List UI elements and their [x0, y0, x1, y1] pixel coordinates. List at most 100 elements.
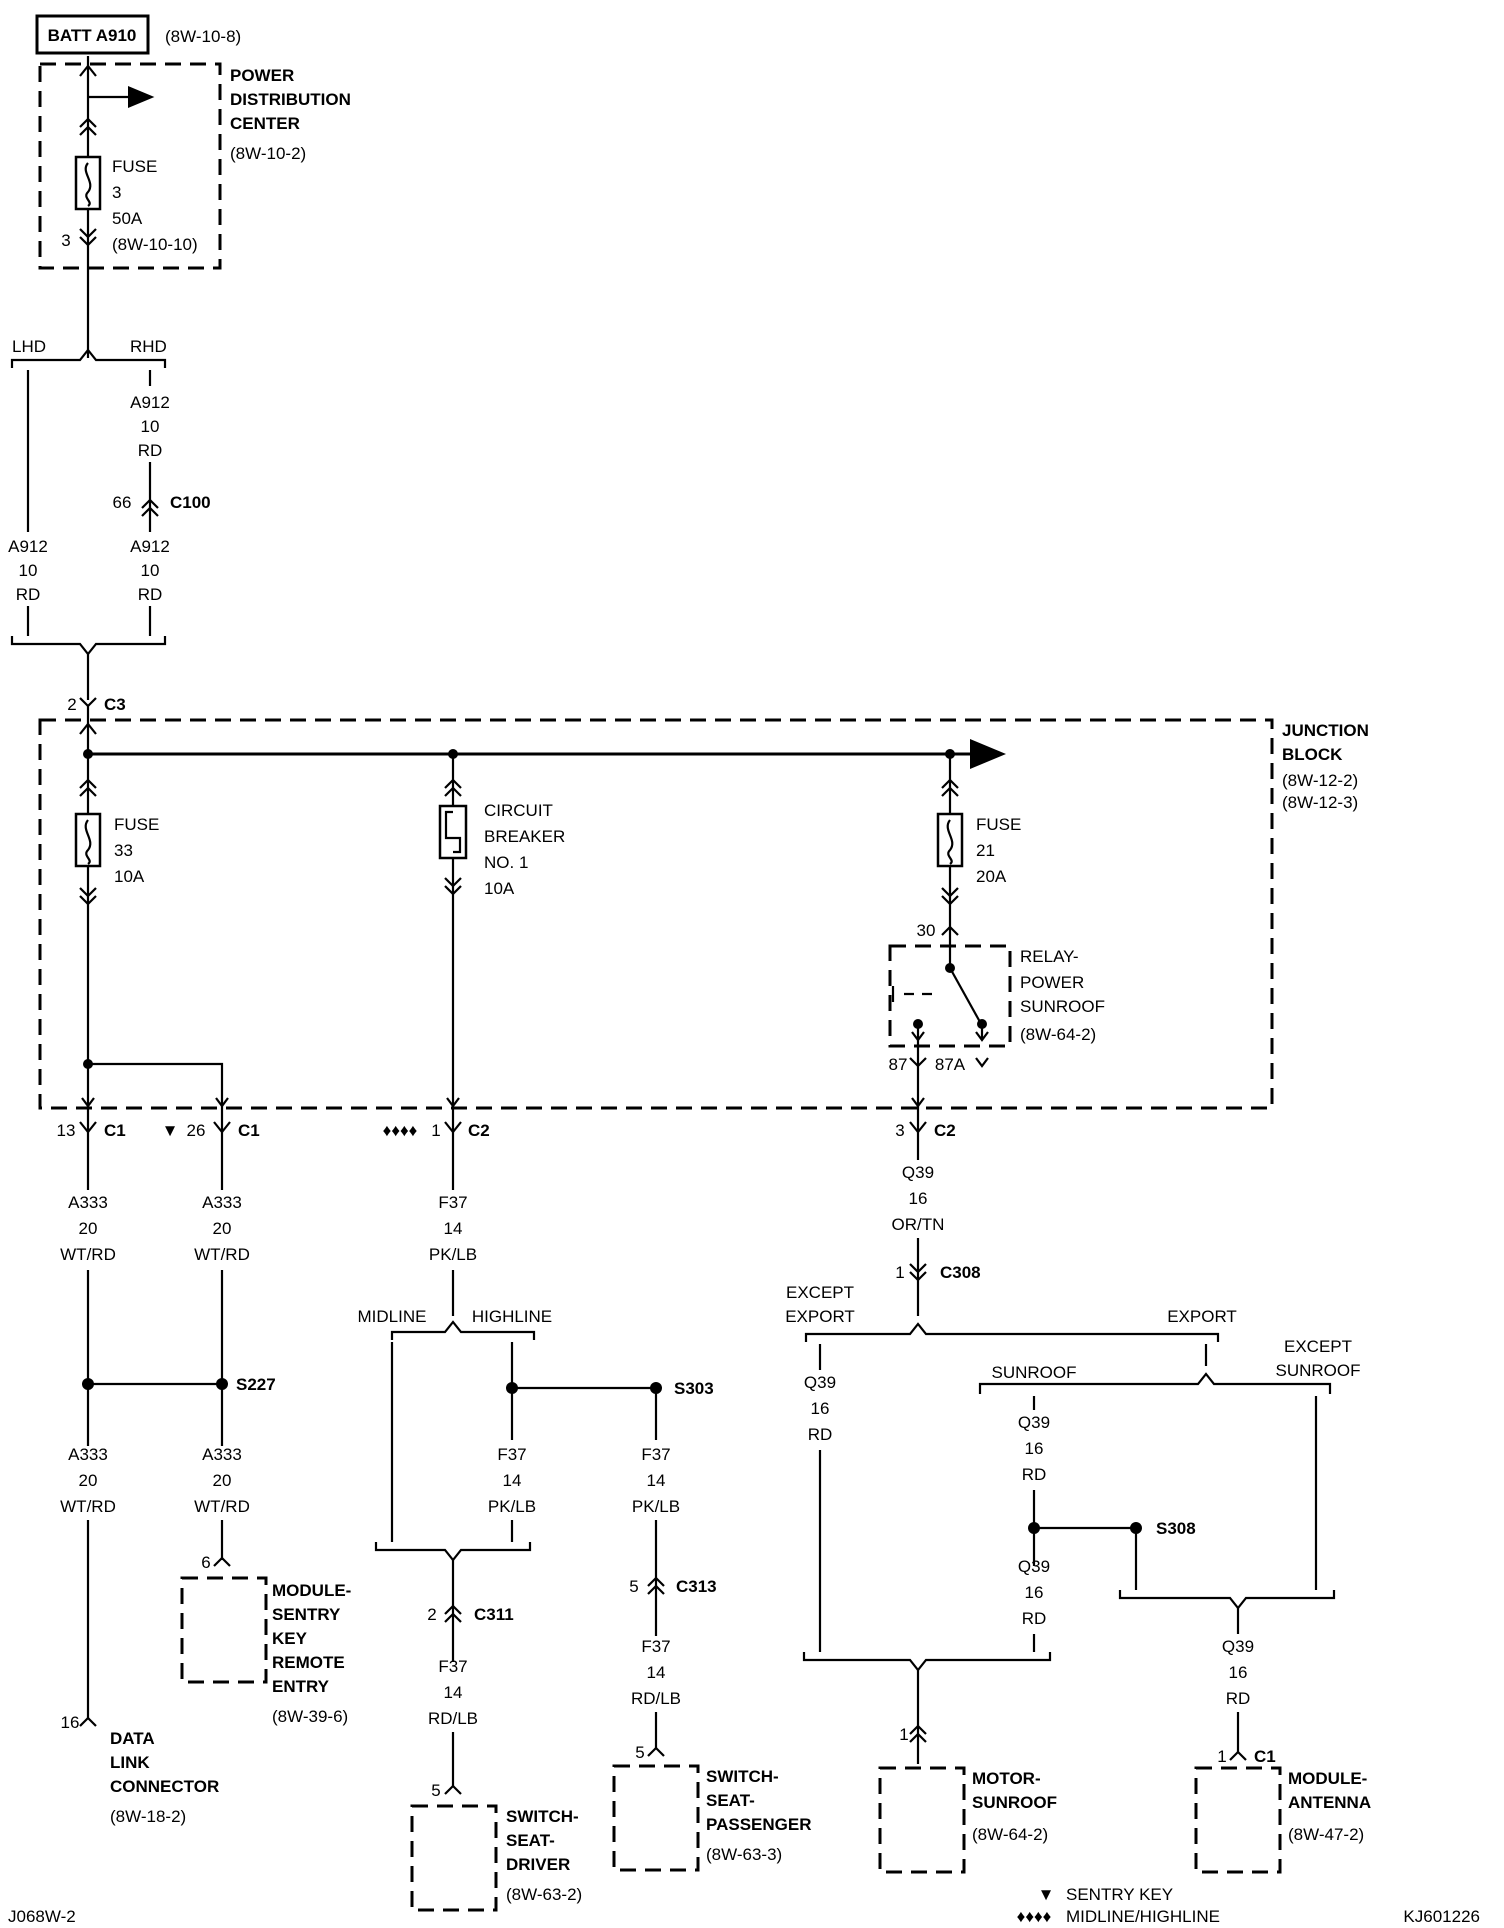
svg-text:FUSE: FUSE: [976, 815, 1021, 834]
svg-text:(8W-63-2): (8W-63-2): [506, 1885, 582, 1904]
split-midline-label: MIDLINE: [358, 1307, 427, 1326]
svg-text:87: 87: [889, 1055, 908, 1074]
split-lhd-rhd: [10, 348, 167, 368]
svg-text:RD: RD: [1226, 1689, 1251, 1708]
chevron-down-icon: [81, 1097, 95, 1108]
double-chevron-down-icon: [941, 887, 959, 906]
svg-text:MODULE-: MODULE-: [1288, 1769, 1367, 1788]
footer-right-code: KJ601226: [1403, 1907, 1480, 1926]
svg-text:14: 14: [444, 1219, 463, 1238]
svg-text:20A: 20A: [976, 867, 1007, 886]
connector-c1-26: ▼ 26 C1: [162, 1121, 260, 1140]
svg-text:C2: C2: [468, 1121, 490, 1140]
svg-text:10: 10: [19, 561, 38, 580]
svg-text:♦♦♦♦: ♦♦♦♦: [383, 1121, 418, 1140]
wire-q39-3-label: Q39 16 RD: [1018, 1413, 1050, 1484]
splice-motor: [802, 1652, 1052, 1672]
svg-text:Q39: Q39: [804, 1373, 836, 1392]
svg-text:PK/LB: PK/LB: [488, 1497, 536, 1516]
split-export-label: EXPORT: [1167, 1307, 1237, 1326]
wire-a912-rhd-bottom-label: A912 10 RD: [130, 537, 170, 604]
chevron-down-icon: [909, 1057, 927, 1068]
relay-pin30: 30: [917, 921, 936, 940]
switch-seat-driver-label: SWITCH- SEAT- DRIVER (8W-63-2): [506, 1807, 582, 1904]
pdc-label: POWER DISTRIBUTION CENTER (8W-10-2): [230, 66, 351, 163]
svg-text:A912: A912: [130, 393, 170, 412]
svg-text:14: 14: [503, 1471, 522, 1490]
svg-text:C3: C3: [104, 695, 126, 714]
svg-text:MIDLINE/HIGHLINE: MIDLINE/HIGHLINE: [1066, 1907, 1220, 1926]
svg-text:RD: RD: [16, 585, 41, 604]
svg-text:66: 66: [113, 493, 132, 512]
svg-text:EXCEPT: EXCEPT: [1284, 1337, 1352, 1356]
svg-text:10A: 10A: [484, 879, 515, 898]
fuse-33-icon: [74, 812, 102, 868]
svg-text:16: 16: [1025, 1583, 1044, 1602]
svg-text:16: 16: [909, 1189, 928, 1208]
svg-text:F37: F37: [438, 1193, 467, 1212]
svg-text:C313: C313: [676, 1577, 717, 1596]
svg-text:26: 26: [187, 1121, 206, 1140]
wire-a333-4-label: A333 20 WT/RD: [194, 1445, 250, 1516]
svg-text:(8W-18-2): (8W-18-2): [110, 1807, 186, 1826]
svg-text:20: 20: [213, 1471, 232, 1490]
split-midline-highline: [390, 1320, 536, 1340]
wire-f37-1-label: F37 14 PK/LB: [429, 1193, 477, 1264]
wire-q39-5-label: Q39 16 RD: [1222, 1637, 1254, 1708]
svg-text:CIRCUIT: CIRCUIT: [484, 801, 553, 820]
svg-text:(8W-12-3): (8W-12-3): [1282, 793, 1358, 812]
switch-driver-pin: 5: [431, 1781, 440, 1800]
wire-a912-rhd-top-label: A912 10 RD: [130, 393, 170, 460]
svg-text:ANTENNA: ANTENNA: [1288, 1793, 1371, 1812]
svg-text:CENTER: CENTER: [230, 114, 300, 133]
fuse-icon: [74, 155, 102, 211]
wire-f37-2-label: F37 14 PK/LB: [488, 1445, 536, 1516]
splice-antenna: [1118, 1590, 1336, 1610]
wire-q39-1-label: Q39 16 OR/TN: [892, 1163, 945, 1234]
svg-text:33: 33: [114, 841, 133, 860]
svg-text:A333: A333: [68, 1445, 108, 1464]
svg-text:1: 1: [1217, 1747, 1226, 1766]
module-antenna-label: MODULE- ANTENNA (8W-47-2): [1288, 1769, 1371, 1844]
splice-node: [216, 1378, 228, 1390]
svg-text:20: 20: [213, 1219, 232, 1238]
svg-text:EXCEPT: EXCEPT: [786, 1283, 854, 1302]
double-chevron-down-icon: [79, 228, 97, 247]
svg-text:POWER: POWER: [1020, 973, 1084, 992]
svg-text:87A: 87A: [935, 1055, 966, 1074]
splice-s303-label: S303: [674, 1379, 714, 1398]
wire-f37-3-label: F37 14 PK/LB: [632, 1445, 680, 1516]
battery-label-box: BATT A910: [35, 14, 150, 55]
connector-c2-3: 3 C2: [895, 1121, 955, 1140]
connector-chevron-icon: [79, 1716, 97, 1727]
chevron-down-icon: [975, 1057, 989, 1068]
svg-text:3: 3: [895, 1121, 904, 1140]
svg-text:5: 5: [629, 1577, 638, 1596]
module-sentry-key-label: MODULE- SENTRY KEY REMOTE ENTRY (8W-39-6…: [272, 1581, 351, 1726]
splice-midline-highline: [374, 1542, 532, 1562]
split-sunroof: [978, 1372, 1332, 1394]
svg-text:A912: A912: [130, 537, 170, 556]
svg-text:WT/RD: WT/RD: [60, 1497, 116, 1516]
junction-block-label: JUNCTION BLOCK (8W-12-2) (8W-12-3): [1282, 721, 1369, 812]
fuse-21-label: FUSE 21 20A: [976, 815, 1021, 886]
module-sentry-pin: 6: [201, 1553, 210, 1572]
svg-text:Q39: Q39: [1018, 1557, 1050, 1576]
data-link-connector-label: DATA LINK CONNECTOR (8W-18-2): [110, 1729, 219, 1826]
connector-c3-label: 2 C3: [67, 695, 125, 714]
circuit-breaker-icon: [438, 804, 468, 860]
chevron-down-icon: [911, 1097, 925, 1108]
svg-text:MOTOR-: MOTOR-: [972, 1769, 1041, 1788]
svg-text:SEAT-: SEAT-: [506, 1831, 555, 1850]
svg-text:16: 16: [1229, 1663, 1248, 1682]
svg-text:14: 14: [647, 1471, 666, 1490]
svg-text:CONNECTOR: CONNECTOR: [110, 1777, 219, 1796]
svg-text:ENTRY: ENTRY: [272, 1677, 330, 1696]
double-chevron-up-icon: [79, 778, 97, 797]
svg-text:RD/LB: RD/LB: [631, 1689, 681, 1708]
switch-passenger-pin: 5: [635, 1743, 644, 1762]
svg-text:Q39: Q39: [902, 1163, 934, 1182]
connector-chevron-icon: [213, 1556, 231, 1567]
svg-text:A333: A333: [202, 1445, 242, 1464]
split-export: [804, 1322, 1220, 1342]
